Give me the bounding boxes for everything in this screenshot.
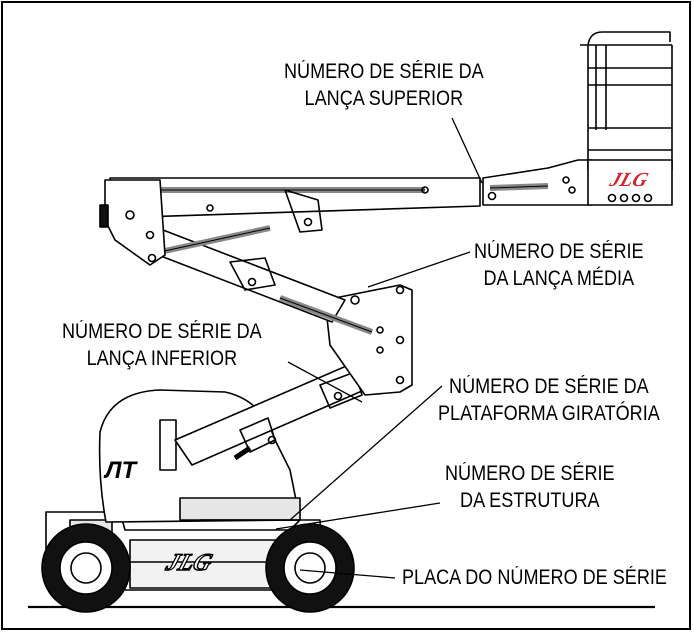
svg-text:JLG: JLG (606, 169, 651, 190)
label-turntable-line1: NÚMERO DE SÉRIE DA (449, 375, 649, 398)
label-frame-line1: NÚMERO DE SÉRIE (445, 462, 615, 485)
label-frame-line2: DA ESTRUTURA (460, 489, 600, 512)
leader-plate (299, 569, 396, 579)
leader-lines (275, 117, 483, 579)
label-upper-boom: NÚMERO DE SÉRIE DA LANÇA SUPERIOR (284, 58, 484, 112)
label-lower-boom-line2: LANÇA INFERIOR (86, 347, 238, 370)
label-turntable-line2: PLATAFORMA GIRATÓRIA (438, 402, 660, 425)
label-upper-boom-line1: NÚMERO DE SÉRIE DA (284, 60, 484, 83)
label-plate: PLACA DO NÚMERO DE SÉRIE (402, 564, 667, 591)
mid-boom-knuckle (324, 284, 413, 396)
leader-mid-boom (367, 251, 471, 288)
platform-logo: JLG (606, 169, 651, 190)
label-lower-boom: NÚMERO DE SÉRIE DA LANÇA INFERIOR (62, 318, 262, 372)
svg-text:JLG: JLG (162, 550, 216, 576)
label-lower-boom-line1: NÚMERO DE SÉRIE DA (62, 320, 262, 343)
svg-text:ЛТ: ЛТ (103, 457, 138, 484)
chassis-logo: JLG (161, 549, 216, 577)
label-mid-boom-line2: DA LANÇA MÉDIA (483, 267, 635, 290)
label-upper-boom-line2: LANÇA SUPERIOR (304, 87, 464, 110)
leader-lower-boom (287, 361, 363, 403)
label-mid-boom-line1: NÚMERO DE SÉRIE (474, 240, 644, 263)
label-plate-line1: PLACA DO NÚMERO DE SÉRIE (402, 566, 667, 589)
leader-upper-boom (451, 117, 483, 184)
label-frame: NÚMERO DE SÉRIE DA ESTRUTURA (445, 460, 615, 514)
leader-frame (275, 502, 441, 530)
front-wheel (41, 523, 131, 613)
upper-boom (99, 177, 481, 266)
mid-boom (139, 224, 374, 335)
label-mid-boom: NÚMERO DE SÉRIE DA LANÇA MÉDIA (474, 238, 644, 292)
leader-turntable (289, 385, 443, 521)
label-turntable: NÚMERO DE SÉRIE DA PLATAFORMA GIRATÓRIA (438, 373, 660, 427)
platform (580, 31, 673, 206)
rear-wheel (265, 523, 355, 613)
jib (482, 159, 593, 206)
